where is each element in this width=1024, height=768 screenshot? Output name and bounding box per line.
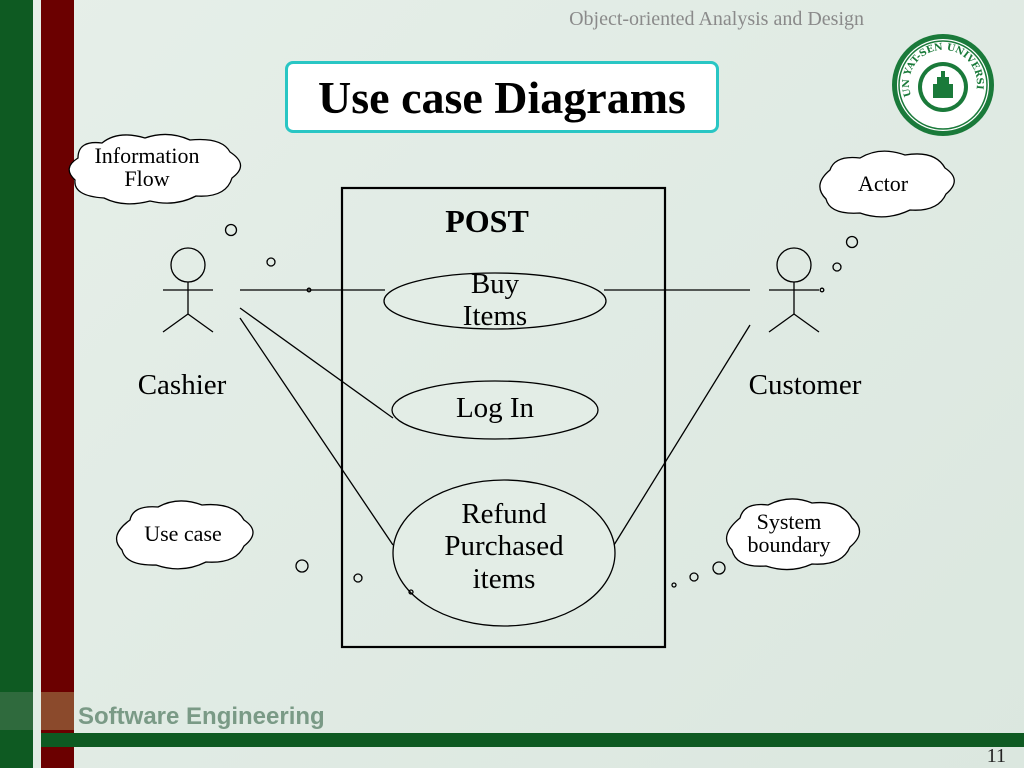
callout-label-information-flow: Information Flow bbox=[77, 144, 217, 190]
use-case-label-buy-items: Buy Items bbox=[415, 268, 575, 333]
callout-label-use-case: Use case bbox=[124, 522, 242, 545]
course-title: Object-oriented Analysis and Design bbox=[569, 8, 864, 30]
use-case-label-refund: Refund Purchased items bbox=[414, 498, 594, 595]
assoc-customer-refund bbox=[613, 324, 751, 546]
page-number: 11 bbox=[986, 745, 1006, 767]
use-case-label-line: items bbox=[472, 562, 536, 595]
assoc-cashier-login bbox=[239, 307, 394, 419]
cashier-actor bbox=[162, 247, 214, 333]
use-case-buy-items bbox=[383, 272, 607, 330]
use-case-label-line: Log In bbox=[455, 392, 535, 424]
use-case-label-log-in: Log In bbox=[415, 392, 575, 424]
bottom-rule bbox=[41, 733, 1024, 747]
slide-title-box: Use case Diagrams bbox=[285, 61, 719, 133]
cloud-information-flow bbox=[68, 133, 242, 205]
footer-label: Software Engineering bbox=[78, 703, 325, 730]
actor-label-cashier: Cashier bbox=[137, 369, 227, 401]
use-case-label-line: Purchased bbox=[444, 530, 564, 563]
cloud-system-boundary bbox=[725, 498, 861, 571]
use-case-label-line: Refund bbox=[461, 498, 547, 530]
university-logo: SUN YAT-SEN UNIVERSITY bbox=[890, 32, 994, 136]
use-case-log-in bbox=[391, 380, 599, 440]
use-case-label-line: Items bbox=[462, 300, 528, 333]
cloud-actor bbox=[819, 150, 955, 218]
callout-label-system-boundary: System boundary bbox=[732, 510, 846, 556]
callout-label-line: boundary bbox=[747, 532, 831, 558]
callout-label-line: Information bbox=[94, 143, 200, 168]
callout-label-line: System bbox=[756, 509, 822, 534]
footer-square-green bbox=[0, 692, 33, 730]
left-green-bar bbox=[0, 0, 33, 768]
callout-label-line: Flow bbox=[124, 166, 170, 192]
callout-label-actor: Actor bbox=[834, 172, 932, 195]
system-name-label: POST bbox=[445, 203, 529, 239]
callout-label-line: Actor bbox=[857, 171, 909, 196]
use-case-label-line: Buy bbox=[470, 268, 520, 300]
left-red-bar bbox=[41, 0, 74, 768]
actor-label-customer: Customer bbox=[748, 369, 862, 401]
use-case-refund bbox=[392, 479, 616, 627]
thought-bubbles bbox=[224, 223, 859, 595]
callout-label-line: Use case bbox=[144, 521, 222, 546]
footer-square-orange bbox=[41, 692, 74, 730]
customer-actor bbox=[768, 247, 820, 333]
slide-title: Use case Diagrams bbox=[318, 71, 686, 123]
system-boundary-box bbox=[340, 186, 667, 649]
cloud-use-case bbox=[115, 500, 254, 570]
assoc-cashier-refund bbox=[239, 317, 394, 546]
